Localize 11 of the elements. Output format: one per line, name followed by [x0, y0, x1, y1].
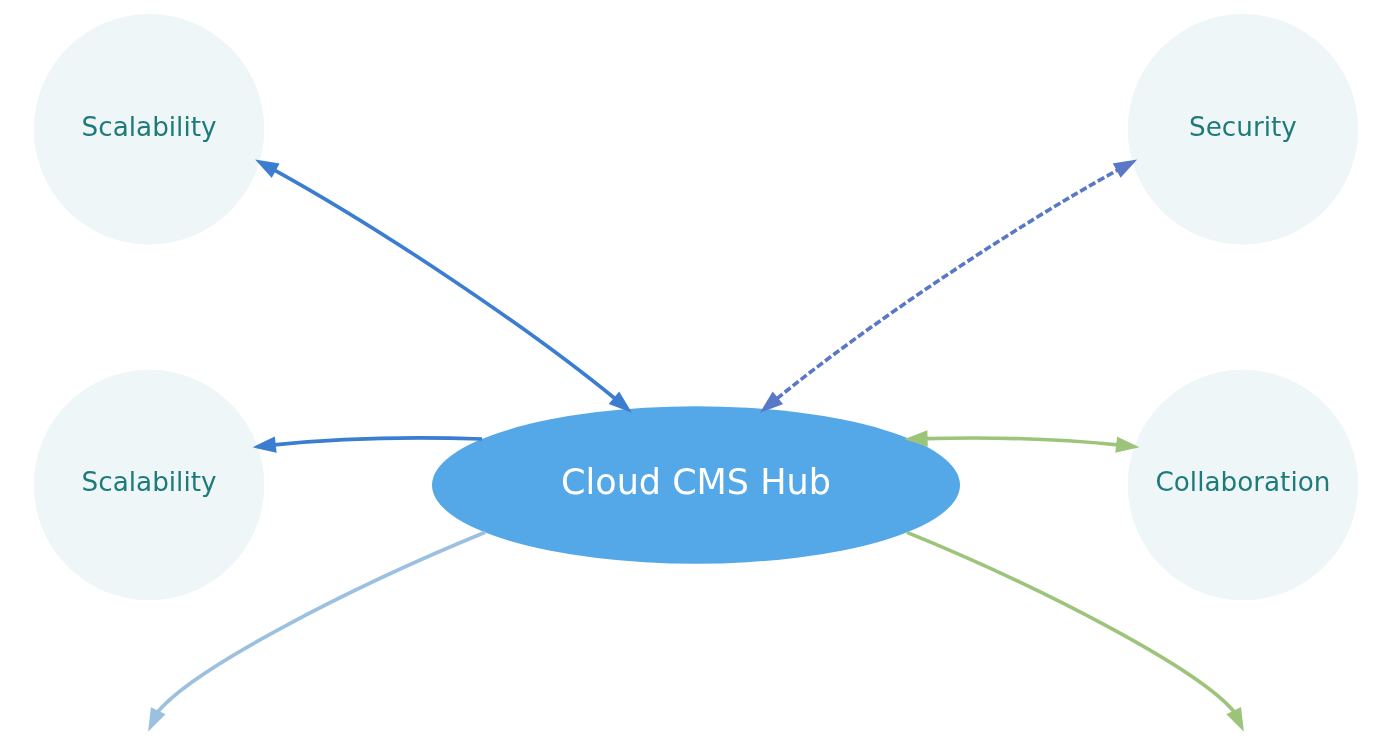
node-circle: Scalability [33, 369, 265, 601]
node-ellipse: Cloud CMS Hub [431, 406, 961, 564]
arrow [255, 159, 632, 413]
arrow [148, 530, 486, 732]
arrow [252, 436, 483, 453]
arrow [906, 530, 1244, 732]
arrow [904, 430, 1140, 453]
arrow [759, 159, 1138, 413]
node-circle: Security [1127, 13, 1359, 245]
node-circle: Collaboration [1127, 369, 1359, 601]
node-circle: Scalability [33, 13, 265, 245]
